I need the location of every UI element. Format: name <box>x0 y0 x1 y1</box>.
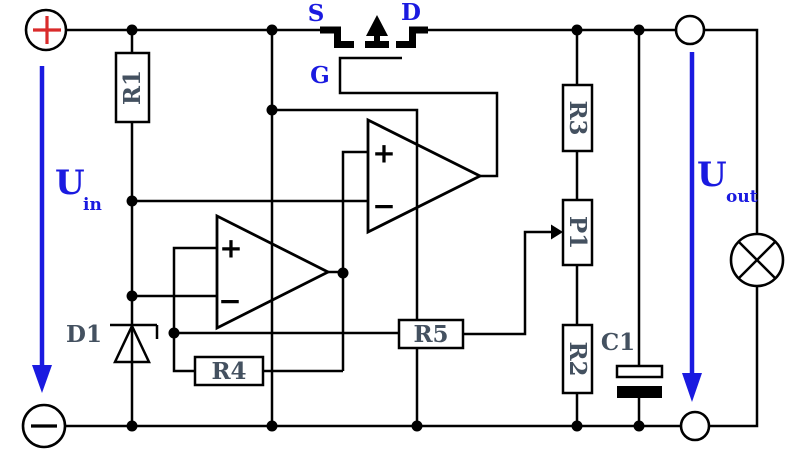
capacitor-c1-top-plate <box>615 364 664 379</box>
mosfet-gate-label: G <box>310 62 330 89</box>
u-in-label-subscript: in <box>83 195 102 215</box>
input-positive-terminal <box>24 8 68 52</box>
capacitor-c1-label: C1 <box>601 329 635 356</box>
mosfet-arrow-head <box>366 15 388 36</box>
resistor-r4: R4 <box>193 355 265 387</box>
junction-dot <box>411 420 423 432</box>
resistor-r3-body <box>561 83 594 153</box>
output-positive-circle <box>674 14 706 46</box>
junction-dot <box>571 420 583 432</box>
u-out-label-subscript: out <box>726 187 758 207</box>
junction-dot <box>633 420 645 432</box>
u-in-arrow-head <box>32 365 52 393</box>
junction-dot <box>126 420 138 432</box>
junction-dot <box>126 290 138 302</box>
junction-dot <box>571 24 583 36</box>
opamp-top-plus-sign: + <box>372 137 395 170</box>
mosfet-drain-lead <box>409 26 428 45</box>
mosfet-drain-label: D <box>401 0 421 26</box>
input-positive-plus-symbol <box>33 16 61 44</box>
opamp-bottom-minus-sign: − <box>218 285 241 318</box>
u-in-arrow: U in <box>32 66 102 393</box>
lamp-load <box>729 232 785 288</box>
zener-anode-triangle <box>113 323 151 364</box>
wire-r5-to-wiper <box>463 230 552 336</box>
potentiometer-p1: P1 <box>551 198 594 267</box>
junction-dots <box>126 24 645 432</box>
mosfet-source-lead <box>320 26 341 45</box>
lamp-cross <box>737 240 777 280</box>
u-out-arrow: U out <box>682 52 758 402</box>
mosfet: S D G <box>308 0 428 89</box>
resistor-r5-body <box>397 318 465 350</box>
output-negative-circle <box>679 410 711 442</box>
u-in-label: U <box>55 163 85 203</box>
opamp-top-minus-sign: − <box>372 190 395 223</box>
wire-gate-path <box>338 56 499 178</box>
opamp-top-triangle <box>366 117 484 235</box>
opamp-top <box>366 117 484 235</box>
resistor-r2: R2 <box>561 323 594 395</box>
zener-d1: D1 <box>66 321 159 364</box>
wire-output-bottom-corner <box>709 286 759 428</box>
junction-dot <box>126 195 138 207</box>
output-positive-terminal <box>674 14 706 46</box>
resistor-r3-label: R3 <box>564 100 591 135</box>
resistor-r2-body <box>561 323 594 395</box>
junction-dot <box>266 24 278 36</box>
opamp-bottom-plus-sign: + <box>219 232 242 265</box>
input-negative-terminal <box>21 403 67 449</box>
resistor-r5-label: R5 <box>413 321 448 348</box>
capacitor-c1: C1 <box>601 329 664 398</box>
wire-output-top-corner <box>704 28 759 234</box>
capacitor-c1-bottom-plate <box>617 386 662 398</box>
zener-d1-label: D1 <box>66 321 102 348</box>
resistor-r1-body <box>114 51 151 124</box>
junction-dot <box>266 420 278 432</box>
junction-dot <box>337 267 349 279</box>
potentiometer-p1-label: P1 <box>564 216 591 249</box>
zener-cathode-bar <box>110 323 159 339</box>
resistor-r5: R5 <box>397 318 465 350</box>
junction-dot <box>266 104 278 116</box>
junction-dot <box>126 24 138 36</box>
resistor-r2-label: R2 <box>564 341 591 376</box>
u-out-arrow-head <box>682 373 702 402</box>
potentiometer-p1-body <box>561 198 594 267</box>
potentiometer-wiper-arrow <box>551 224 563 240</box>
junction-dot <box>633 24 645 36</box>
u-out-label: U <box>697 155 727 195</box>
output-negative-terminal <box>679 410 711 442</box>
resistor-r1: R1 <box>114 51 151 124</box>
mosfet-source-label: S <box>308 0 325 27</box>
resistor-r4-label: R4 <box>211 358 246 385</box>
resistor-r1-label: R1 <box>119 70 146 105</box>
resistor-r3: R3 <box>561 83 594 153</box>
wire-opamp-top-noninverting-input <box>341 150 368 371</box>
resistor-r4-body <box>193 355 265 387</box>
junction-dot <box>168 327 180 339</box>
wire-opamp-bottom-noninverting-bracket <box>172 246 217 373</box>
